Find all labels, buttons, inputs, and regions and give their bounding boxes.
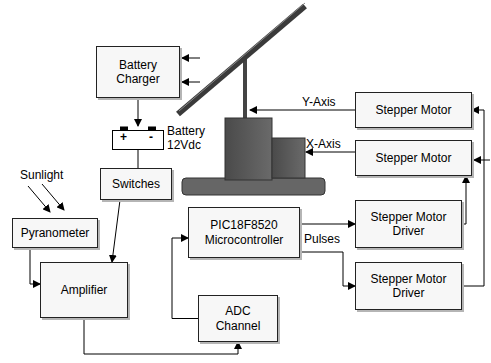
box-text: Pyranometer — [21, 226, 90, 240]
box-text: Battery Charger — [101, 58, 175, 87]
charge-arrow — [182, 58, 200, 59]
box-text: Stepper Motor Driver — [360, 272, 457, 301]
connector — [30, 248, 40, 284]
polarity-sign: + — [120, 131, 127, 143]
amplifier-box: Amplifier — [40, 262, 128, 318]
stepper-motor-box: Stepper Motor — [355, 140, 472, 176]
x-axis-arrow — [306, 152, 355, 153]
box-text: Stepper Motor Driver — [360, 210, 457, 239]
connector — [462, 110, 484, 286]
pyranometer-box: Pyranometer — [12, 218, 98, 248]
box-text: Stepper Motor — [375, 151, 451, 165]
connector — [300, 224, 355, 225]
switches-box: Switches — [100, 168, 172, 200]
polarity-sign: - — [149, 131, 153, 143]
charger-box: Battery Charger — [96, 46, 180, 98]
motor-driver-box: Stepper Motor Driver — [355, 262, 462, 310]
box-text: Amplifier — [61, 283, 108, 297]
charge-arrow — [182, 82, 200, 83]
motor-driver-box: Stepper Motor Driver — [355, 200, 462, 248]
battery-label: Battery 12Vdc — [167, 124, 211, 153]
battery-symbol: +-Battery 12Vdc — [112, 126, 164, 150]
sunlight-arrow — [42, 184, 64, 210]
microcontroller-box: PIC18F8520 Microcontroller — [188, 207, 300, 258]
tracker-motor-box — [272, 138, 305, 178]
tracker-base — [182, 178, 325, 195]
y-axis-arrow — [250, 110, 355, 111]
box-text: Switches — [112, 177, 160, 191]
input-arrow — [474, 160, 490, 161]
connector — [300, 252, 355, 286]
tracker-block — [225, 118, 272, 180]
signal-label: Pulses — [304, 232, 340, 246]
connector — [138, 150, 139, 168]
connector — [462, 176, 466, 224]
stepper-motor-box: Stepper Motor — [355, 92, 472, 128]
axis-label: X-Axis — [306, 137, 341, 151]
adc-box: ADC Channel — [198, 295, 278, 342]
box-text: PIC18F8520 Microcontroller — [193, 218, 295, 247]
connector — [138, 98, 139, 126]
box-text: Stepper Motor — [375, 103, 451, 117]
tracker-pole — [243, 58, 247, 120]
battery-outline — [112, 126, 164, 150]
solar-panel — [178, 6, 305, 114]
connector — [112, 200, 120, 262]
box-text: ADC Channel — [203, 304, 273, 333]
solar-panel-edge — [179, 3, 305, 111]
axis-label: Y-Axis — [302, 95, 336, 109]
sunlight-label: Sunlight — [20, 168, 63, 182]
